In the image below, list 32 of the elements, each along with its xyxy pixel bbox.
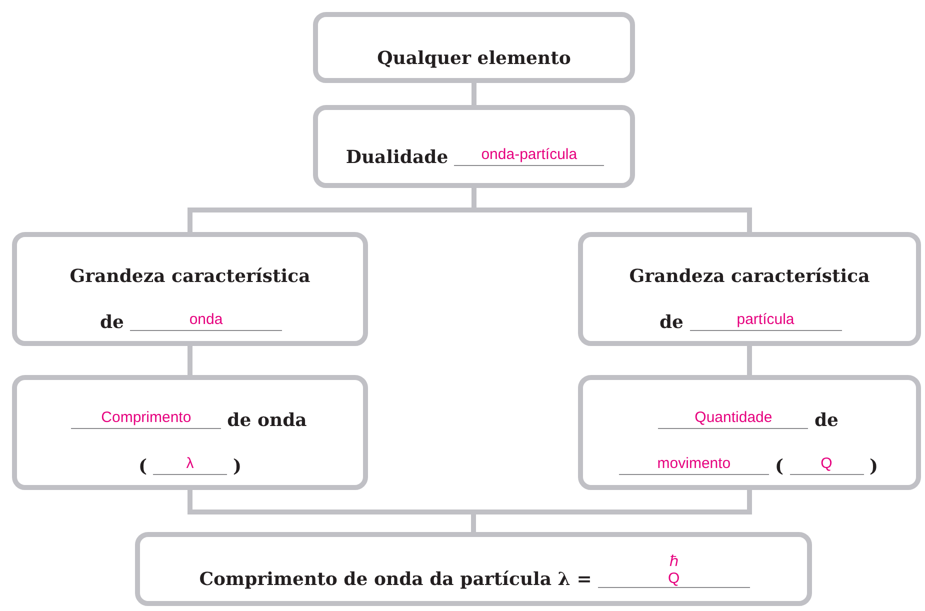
connector-line [472, 83, 476, 105]
concept-box [12, 375, 368, 490]
concept-box [578, 375, 921, 490]
box-text: de onda [227, 408, 307, 432]
answer-field: λ [153, 454, 227, 474]
box-text: Dualidade [346, 146, 448, 170]
connector-line [747, 346, 752, 375]
concept-box [578, 232, 921, 346]
box-text: ( [774, 454, 784, 478]
box-text: de [814, 408, 839, 432]
concept-box [313, 105, 635, 188]
box-text: Qualquer elemento [377, 46, 571, 70]
answer-field: onda-partícula [454, 144, 604, 166]
box-text: ) [233, 454, 242, 478]
concept-box [313, 12, 635, 83]
box-text: ) [870, 454, 878, 478]
concept-box [12, 232, 368, 346]
box-text: Comprimento de onda da partícula λ = [199, 568, 592, 592]
box-text: Grandeza característica [70, 265, 310, 289]
answer-field: partícula [690, 310, 842, 331]
box-text: de [100, 311, 124, 335]
connector-line [188, 346, 192, 375]
answer-field: Quantidade [658, 408, 808, 428]
box-text: ( [138, 454, 147, 478]
answer-field: Q [790, 454, 864, 474]
box-text: de [659, 311, 684, 335]
answer-field: Comprimento [71, 408, 222, 428]
answer-field: movimento [618, 454, 769, 474]
answer-field: onda [130, 310, 282, 331]
box-text: Grandeza característica [629, 265, 870, 289]
answer-field: ℏ Q [598, 553, 750, 588]
concept-box [135, 532, 812, 606]
